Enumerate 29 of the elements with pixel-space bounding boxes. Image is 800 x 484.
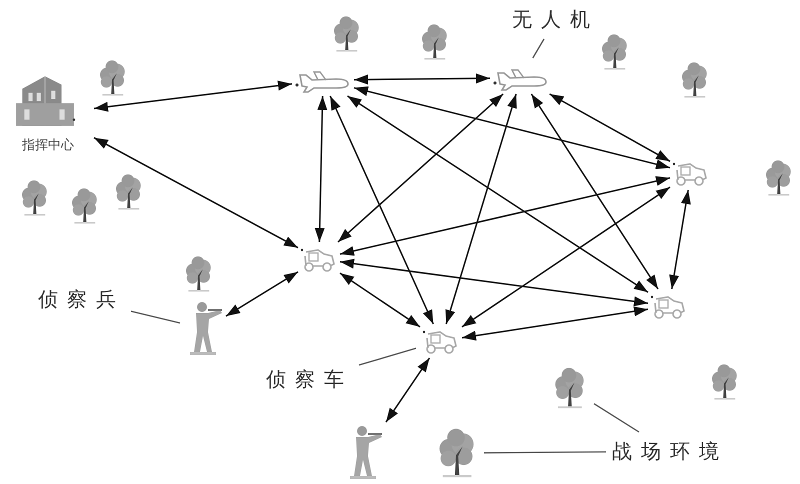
arrow (354, 86, 670, 170)
arrow (385, 358, 430, 423)
arrow (354, 73, 490, 85)
arrow (462, 306, 648, 341)
leader-line (130, 310, 180, 324)
arrow (330, 96, 434, 324)
arrow (340, 258, 648, 306)
leader-line (532, 38, 545, 58)
arrow (669, 190, 691, 290)
arrow (94, 80, 292, 112)
arrow (314, 96, 328, 242)
node-label: 指挥中心 (22, 137, 74, 154)
leader-line (484, 451, 606, 454)
callout-label: 侦察车 (266, 366, 353, 393)
arrow (338, 93, 504, 243)
arrow (530, 94, 659, 290)
leader-line (594, 403, 640, 433)
arrow (94, 137, 298, 248)
callout-label: 无人机 (512, 6, 599, 33)
arrow (347, 95, 648, 293)
arrow (462, 186, 670, 328)
arrow (340, 272, 420, 328)
arrow (445, 94, 517, 324)
callout-label: 战场环境 (612, 438, 728, 465)
arrow (226, 271, 298, 317)
arrow (549, 93, 670, 162)
callout-label: 侦察兵 (38, 286, 125, 313)
arrow (340, 176, 670, 256)
leader-line (358, 348, 416, 366)
